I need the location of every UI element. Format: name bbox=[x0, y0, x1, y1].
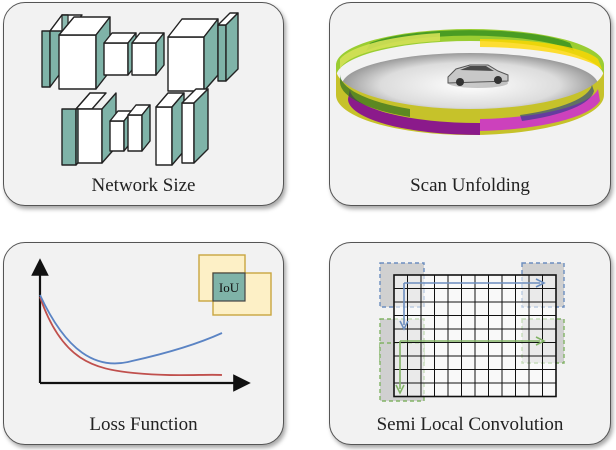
network-block-bottom-1 bbox=[61, 92, 117, 166]
network-block-top-2 bbox=[58, 16, 111, 90]
network-block-bottom-2 bbox=[109, 104, 151, 152]
car-icon bbox=[447, 64, 509, 88]
feature-grid bbox=[393, 274, 557, 398]
scan-ring-back bbox=[336, 29, 604, 77]
loss-blue-curve bbox=[39, 294, 223, 365]
scan-ring-front bbox=[336, 69, 604, 135]
network-block-bottom-3 bbox=[155, 88, 209, 166]
semi-local-convolution-caption: Semi Local Convolution bbox=[376, 414, 564, 435]
loss-red-curve bbox=[39, 296, 223, 377]
semi-local-convolution-panel: Semi Local Convolution bbox=[329, 242, 611, 445]
network-diagram bbox=[41, 12, 239, 166]
network-size-caption: Network Size bbox=[91, 175, 196, 196]
iou-icon bbox=[198, 254, 272, 316]
scan-unfolding-panel: Scan Unfolding bbox=[329, 2, 611, 206]
loss-plot: IoU bbox=[31, 254, 272, 392]
scan-unfolding-caption: Scan Unfolding bbox=[410, 175, 530, 196]
network-block-top-4 bbox=[131, 32, 165, 76]
network-block-top-5 bbox=[167, 12, 239, 92]
loss-function-panel: IoU Loss Function bbox=[3, 242, 284, 445]
network-block-top-3 bbox=[103, 32, 137, 76]
network-size-panel: Network Size bbox=[3, 2, 284, 206]
scan-floor bbox=[342, 53, 598, 117]
loss-function-caption: Loss Function bbox=[89, 414, 198, 435]
iou-label: IoU bbox=[219, 280, 240, 295]
lidar-scan-illustration bbox=[336, 29, 604, 135]
convolution-grid-diagram bbox=[379, 262, 565, 402]
